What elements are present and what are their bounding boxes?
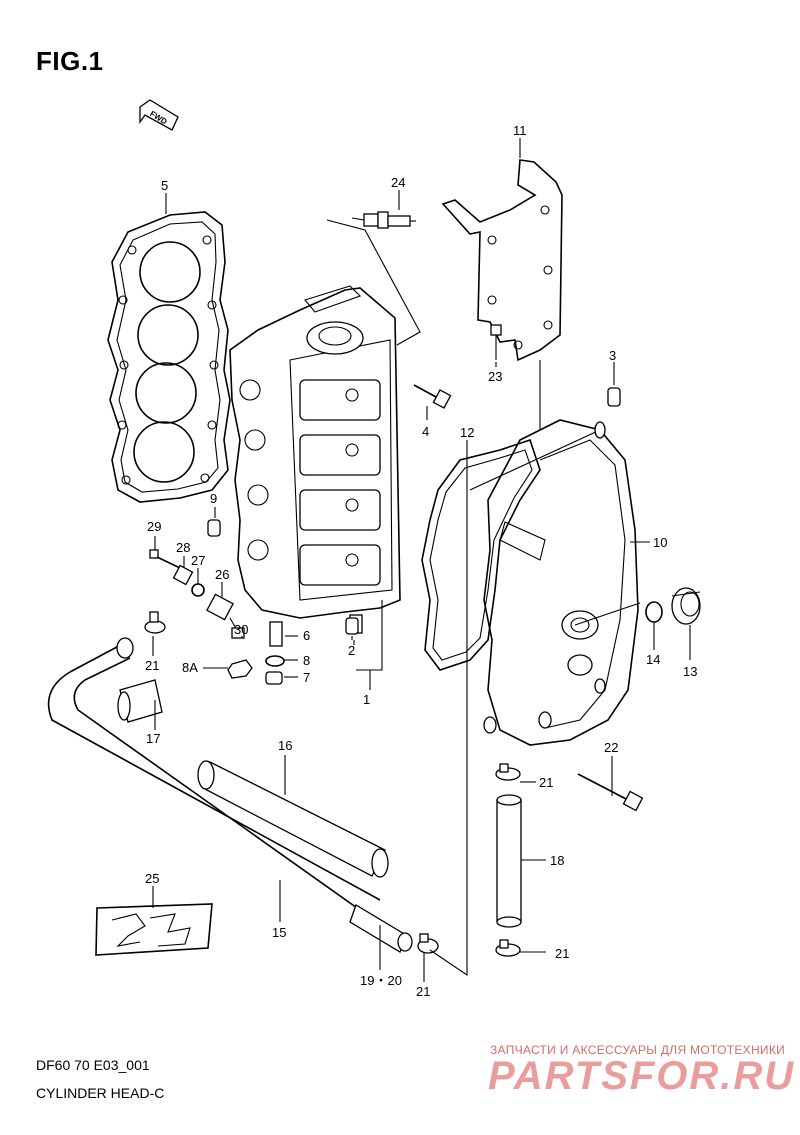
callout-14: 14 <box>646 652 660 667</box>
hose-15 <box>47 637 413 953</box>
oil-filler-cap-13 <box>671 587 701 625</box>
callout-17: 17 <box>146 731 160 746</box>
callout-6: 6 <box>303 628 310 643</box>
callout-30: 30 <box>234 622 248 637</box>
bolt-23 <box>490 324 502 360</box>
callout-19-20: 19・20 <box>360 973 402 988</box>
callout-25: 25 <box>145 871 159 886</box>
cover-gasket <box>421 438 541 671</box>
callout-29: 29 <box>147 519 161 534</box>
callout-23: 23 <box>488 369 502 384</box>
bolt-22 <box>577 773 644 812</box>
bracket-11 <box>441 159 563 362</box>
hose-18 <box>496 794 522 928</box>
bolt-29 <box>149 549 181 569</box>
stud-6 <box>269 621 283 647</box>
callout-21-d: 21 <box>416 984 430 999</box>
washer-27 <box>191 583 205 597</box>
figure-title: FIG.1 <box>36 46 104 76</box>
callout-15: 15 <box>272 925 286 940</box>
watermark-logo: PARTSFOR.RU <box>488 1054 796 1098</box>
washer-8 <box>265 655 285 667</box>
sleeve-17 <box>117 679 163 723</box>
decal-25 <box>95 903 213 956</box>
pipe-16 <box>197 760 389 878</box>
nut-8a <box>227 659 253 679</box>
callout-12: 12 <box>460 425 474 440</box>
fwd-arrow-icon: FWD <box>139 99 179 131</box>
clamp-21-a <box>144 611 166 634</box>
diagram-code: DF60 70 E03_001 <box>36 1057 150 1073</box>
nut-7 <box>265 671 283 685</box>
callout-11: 11 <box>513 123 527 138</box>
watermark-tagline: ЗАПЧАСТИ И АКСЕССУАРЫ ДЛЯ МОТОТЕХНИКИ <box>490 1043 786 1057</box>
spacer-28 <box>172 564 194 586</box>
callout-24: 24 <box>391 175 405 190</box>
callout-8: 8 <box>303 653 310 668</box>
o-ring-14 <box>645 601 663 623</box>
bolt-4 <box>413 384 452 409</box>
fitting-26 <box>206 593 234 621</box>
callout-4: 4 <box>422 424 429 439</box>
callout-21-a: 21 <box>145 658 159 673</box>
callout-13: 13 <box>683 664 697 679</box>
spark-plug <box>326 211 421 346</box>
part-2 <box>345 617 359 635</box>
callout-9: 9 <box>210 491 217 506</box>
cylinder-head-gasket <box>107 211 231 503</box>
bolt-30 <box>229 617 245 639</box>
callout-10: 10 <box>653 535 667 550</box>
clamp-21-c <box>495 939 521 957</box>
cylinder-head-cover <box>469 419 639 746</box>
callout-2: 2 <box>348 643 355 658</box>
callout-21-b: 21 <box>539 775 553 790</box>
callout-27: 27 <box>191 553 205 568</box>
diagram-name: CYLINDER HEAD-C <box>36 1085 165 1101</box>
callout-labels: 1 2 3 4 5 6 7 8 8A 9 10 11 12 13 14 15 1… <box>145 123 697 999</box>
callout-16: 16 <box>278 738 292 753</box>
callout-21-c: 21 <box>555 946 569 961</box>
clamp-21-d <box>417 933 439 954</box>
callout-1: 1 <box>363 692 370 707</box>
callout-28: 28 <box>176 540 190 555</box>
callout-3: 3 <box>609 348 616 363</box>
plug-3 <box>607 387 621 407</box>
cylinder-head-block <box>229 285 401 634</box>
callout-22: 22 <box>604 740 618 755</box>
callout-5: 5 <box>161 178 168 193</box>
leader-lines <box>152 138 691 982</box>
callout-7: 7 <box>303 670 310 685</box>
callout-18: 18 <box>550 853 564 868</box>
clamp-21-b <box>495 763 521 781</box>
dowel-pin-9 <box>207 519 221 537</box>
callout-8a: 8A <box>182 660 198 675</box>
callout-26: 26 <box>215 567 229 582</box>
